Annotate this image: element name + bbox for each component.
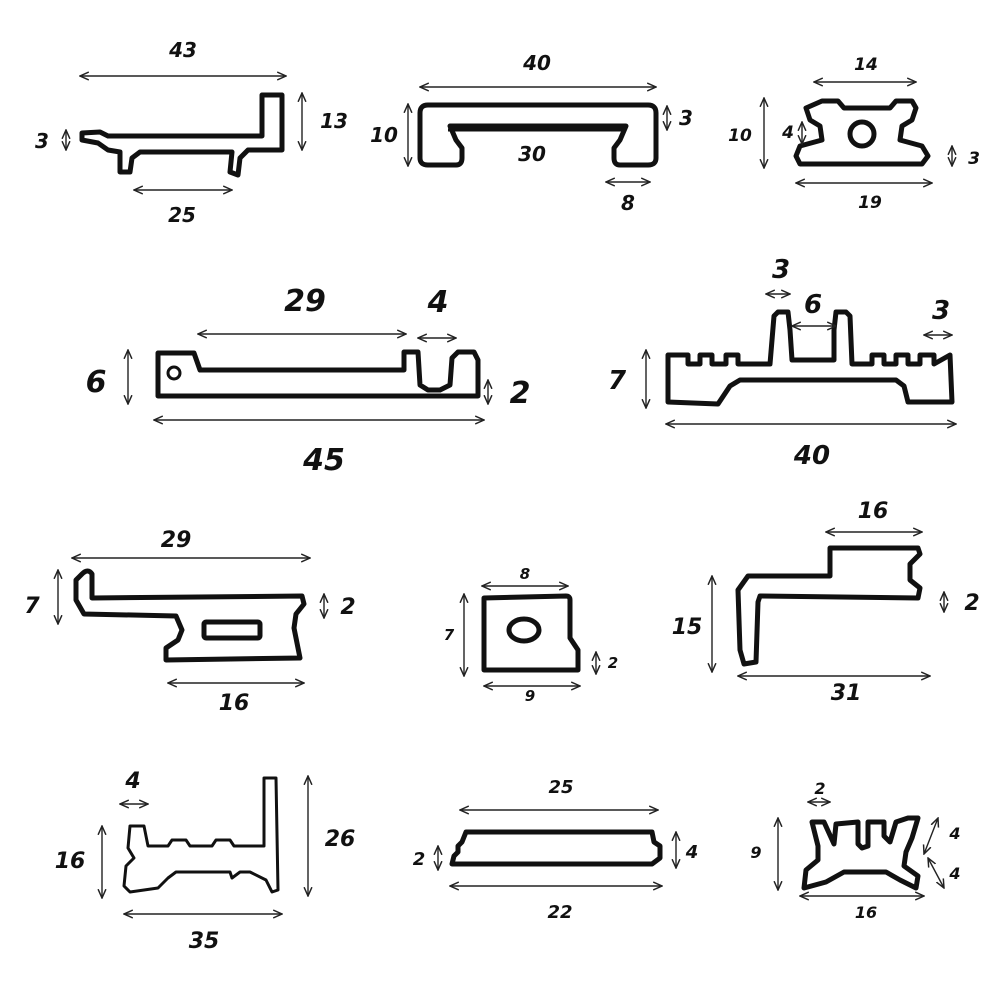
dim-label: 7 [444,626,455,644]
dim-label: 2 [340,595,355,620]
profile-7-shape [481,593,581,673]
dim-label: 25 [548,777,573,798]
dim-label: 3 [35,129,49,153]
dim-label: 2 [814,779,825,798]
dim-arrow [928,858,944,888]
dim-label: 4 [781,123,794,143]
dim-label: 16 [55,849,86,874]
dim-label: 29 [161,528,192,553]
dim-label: 6 [86,365,107,400]
dim-label: 40 [522,51,551,75]
profile-6-shape [73,568,307,663]
profile-11-shape [801,815,921,891]
profile-6: 29 7 2 16 [24,528,355,716]
profile-3: 14 10 4 3 19 [728,55,980,213]
dim-label: 43 [168,38,197,62]
dim-label: 10 [370,123,398,147]
dim-label: 25 [168,203,196,227]
dim-label: 4 [948,864,960,883]
profile-3-shape [793,98,931,167]
profile-7: 8 7 2 9 [444,565,618,705]
profile-4-hole [166,365,182,381]
dim-label: 31 [831,681,862,706]
dim-label: 16 [855,903,877,922]
dim-label: 40 [793,441,830,471]
dim-label: 26 [325,827,356,852]
dim-label: 16 [858,499,889,524]
profile-3-hole [847,119,877,149]
profile-8: 16 15 2 31 [672,499,980,706]
dim-label: 13 [320,109,348,133]
profile-10-shape [449,829,663,867]
dim-label: 4 [948,824,960,843]
profile-5-shape [665,309,955,407]
dim-label: 3 [772,255,790,285]
profile-4-shape [155,349,481,399]
dim-label: 9 [750,843,761,862]
dim-label: 7 [24,594,40,619]
dim-label: 35 [189,929,220,954]
profile-8-shape [735,545,923,667]
dim-label: 3 [679,106,693,130]
profile-4: 29 4 6 2 45 [86,284,531,478]
dim-label: 14 [854,55,878,75]
dim-label: 19 [858,193,882,213]
dim-label: 2 [964,591,979,616]
dim-arrow [924,818,938,854]
dim-label: 9 [525,687,535,705]
dim-label: 4 [124,769,140,794]
dim-label: 2 [413,849,426,870]
dim-label: 45 [302,443,345,478]
dim-label: 3 [968,149,980,169]
profile-2-shape [417,102,659,168]
profile-10: 25 2 4 22 [413,777,699,923]
profile-9-shape [122,776,280,894]
dim-label: 3 [932,296,950,326]
dim-label: 7 [608,366,627,396]
dim-label: 16 [219,691,250,716]
profile-7-hole [506,616,542,644]
profile-1-shape [79,92,285,178]
dim-label: 6 [804,290,822,320]
dim-label: 8 [520,565,530,583]
dim-label: 4 [685,842,699,863]
dim-label: 22 [547,902,572,923]
dim-label: 2 [510,376,531,411]
profile-11: 2 9 4 4 16 [750,779,960,922]
dim-label: 8 [621,191,635,215]
dim-label: 10 [728,126,752,146]
profile-6-slot [201,619,263,641]
dim-label: 30 [518,142,546,166]
dim-label: 15 [672,615,703,640]
profile-2: 40 10 3 30 8 [370,51,693,215]
profile-9: 4 16 26 35 [55,769,356,954]
profile-1: 43 3 13 25 [35,38,348,227]
dim-label: 4 [427,285,449,320]
dim-label: 29 [284,284,326,319]
dim-label: 2 [608,654,618,672]
profile-5: 3 6 3 7 40 [608,255,956,471]
